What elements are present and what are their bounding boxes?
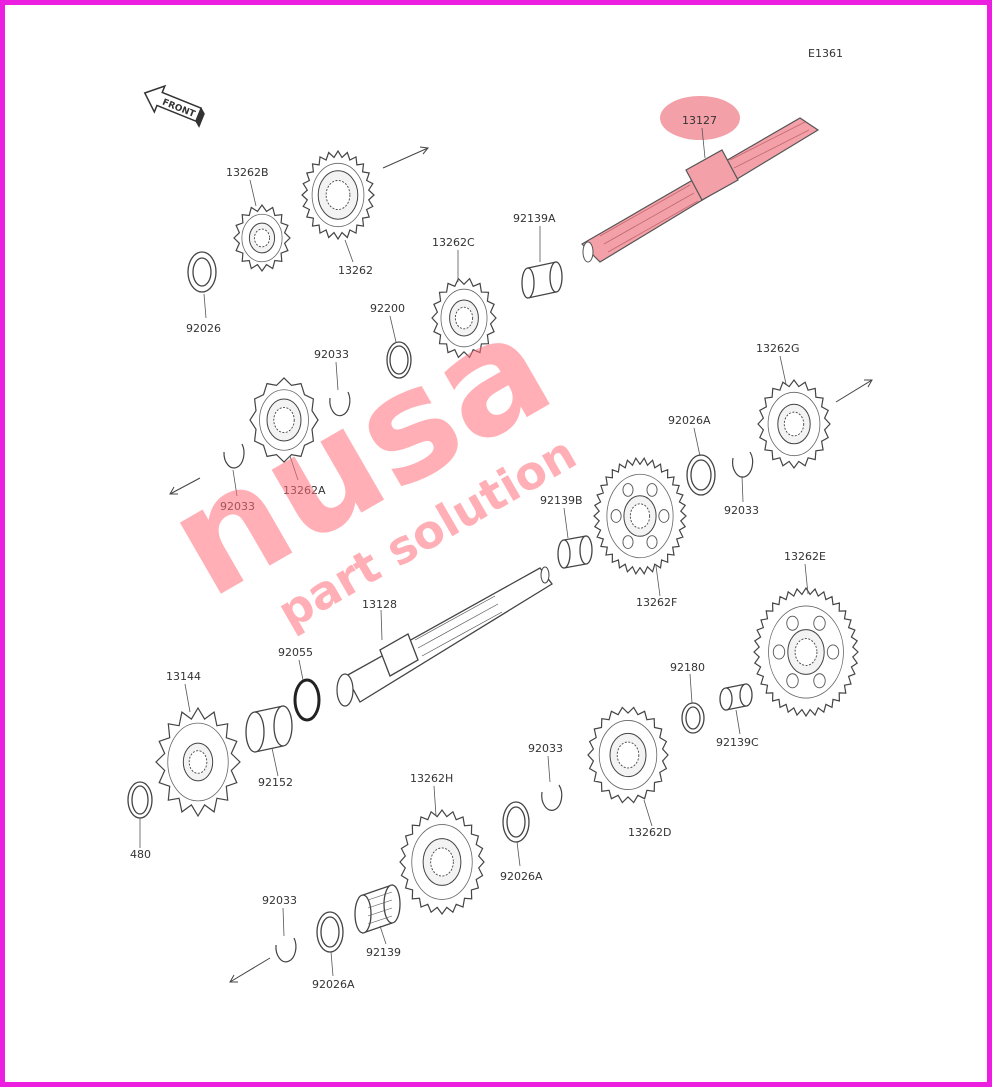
circlip-92033[interactable]	[275, 937, 297, 963]
sprocket-13144[interactable]	[155, 706, 241, 818]
gear-13262A[interactable]	[249, 377, 319, 463]
highlight-ellipse	[660, 96, 740, 140]
gear-13262G[interactable]	[757, 378, 831, 470]
part-label-13128[interactable]: 13128	[362, 598, 397, 611]
part-label-13262G[interactable]: 13262G	[756, 342, 800, 355]
part-label-92033[interactable]: 92033	[724, 504, 759, 517]
part-label-13262[interactable]: 13262	[338, 264, 373, 277]
leader-lines	[139, 127, 809, 977]
part-label-92026A[interactable]: 92026A	[312, 978, 355, 991]
part-label-92026A[interactable]: 92026A	[500, 870, 543, 883]
part-label-92139[interactable]: 92139	[366, 946, 401, 959]
part-label-13262C[interactable]: 13262C	[432, 236, 475, 249]
part-label-92139A[interactable]: 92139A	[513, 212, 556, 225]
circlip-92033[interactable]	[329, 391, 351, 417]
part-label-13262B[interactable]: 13262B	[226, 166, 269, 179]
part-labels: 13127 13262B 13262 92026 92139A 13262C 9…	[130, 114, 826, 991]
part-label-13262A[interactable]: 13262A	[283, 484, 326, 497]
part-label-92026A[interactable]: 92026A	[668, 414, 711, 427]
washer-92026A[interactable]	[502, 801, 530, 843]
part-label-13262H[interactable]: 13262H	[410, 772, 453, 785]
collar-92152[interactable]	[245, 705, 293, 753]
part-label-13144[interactable]: 13144	[166, 670, 201, 683]
part-label-92026[interactable]: 92026	[186, 322, 221, 335]
part-label-13127[interactable]: 13127	[682, 114, 717, 127]
gear-13262B[interactable]	[233, 203, 291, 273]
bushing-92139A[interactable]	[521, 261, 563, 299]
bushing-92139C[interactable]	[719, 683, 753, 711]
part-label-92180[interactable]: 92180	[670, 661, 705, 674]
part-label-13262D[interactable]: 13262D	[628, 826, 671, 839]
gear-13262[interactable]	[301, 149, 375, 241]
part-label-92033[interactable]: 92033	[262, 894, 297, 907]
main-shaft-13127[interactable]	[581, 117, 820, 263]
part-label-92139B[interactable]: 92139B	[540, 494, 583, 507]
gear-13262H[interactable]	[399, 808, 485, 916]
part-label-92139C[interactable]: 92139C	[716, 736, 759, 749]
part-label-13262F[interactable]: 13262F	[636, 596, 677, 609]
washer-92026[interactable]	[187, 251, 217, 293]
circlip-92033[interactable]	[541, 784, 563, 811]
part-label-92033[interactable]: 92033	[220, 500, 255, 513]
part-label-92033[interactable]: 92033	[528, 742, 563, 755]
front-arrow-icon: FRONT	[143, 84, 205, 128]
washer-92026A[interactable]	[316, 911, 344, 953]
gear-13262E[interactable]	[753, 586, 859, 718]
needle-bearing-92139[interactable]	[354, 884, 401, 934]
bushing-92139B[interactable]	[557, 535, 593, 569]
circlip-480[interactable]	[127, 781, 153, 819]
gear-13262C[interactable]	[431, 277, 497, 359]
gear-group	[155, 149, 859, 916]
gear-13262F[interactable]	[593, 457, 687, 575]
gear-13262D[interactable]	[587, 706, 669, 804]
part-label-92055[interactable]: 92055	[278, 646, 313, 659]
part-label-480[interactable]: 480	[130, 848, 151, 861]
part-label-92152[interactable]: 92152	[258, 776, 293, 789]
part-label-13262E[interactable]: 13262E	[784, 550, 826, 563]
washer-92026A[interactable]	[686, 454, 716, 496]
washer-92200[interactable]	[386, 341, 412, 379]
part-label-92033[interactable]: 92033	[314, 348, 349, 361]
direction-arrow-icon	[169, 146, 873, 983]
washer-92180[interactable]	[681, 702, 705, 734]
diagram-code: E1361	[808, 47, 843, 60]
counter-shaft-13128[interactable]	[336, 566, 553, 707]
o-ring-92055[interactable]	[293, 678, 321, 722]
circlip-92033[interactable]	[732, 451, 754, 478]
part-label-92200[interactable]: 92200	[370, 302, 405, 315]
circlip-92033[interactable]	[223, 443, 245, 469]
